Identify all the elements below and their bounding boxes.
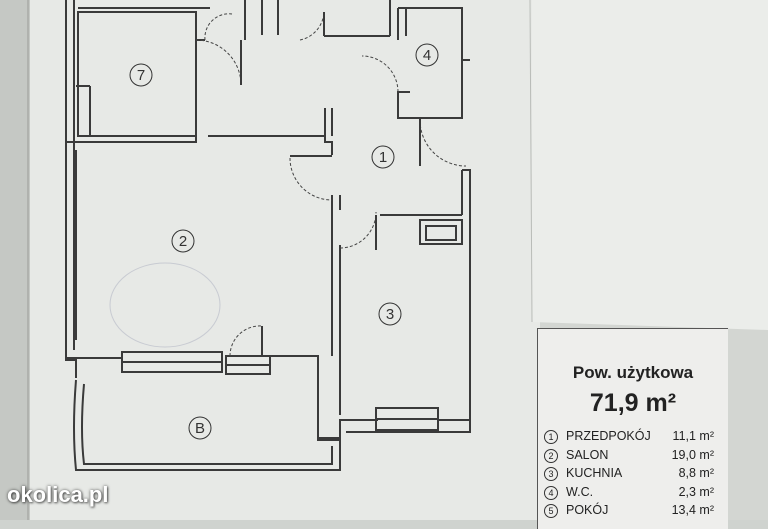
legend-row: 2 SALON 19,0 m²	[544, 448, 724, 466]
door-leaves	[240, 12, 421, 356]
room-number-balcony: B	[195, 420, 205, 437]
legend-number: 2	[544, 449, 558, 463]
legend-room-area: 2,3 m²	[678, 485, 714, 499]
blank-card	[532, 0, 768, 330]
legend-room-name: POKÓJ	[566, 503, 609, 517]
legend-row: 5 POKÓJ 13,4 m²	[544, 503, 724, 521]
legend-number: 5	[544, 504, 558, 518]
legend-row: 3 KUCHNIA 8,8 m²	[544, 466, 724, 484]
legend-room-name: PRZEDPOKÓJ	[566, 429, 651, 443]
room-marker-2: 2	[171, 229, 195, 253]
room-number-2: 2	[179, 233, 187, 250]
legend-room-area: 11,1 m²	[672, 429, 714, 443]
room-marker-balcony: B	[188, 416, 212, 440]
room-marker-1: 1	[371, 145, 395, 169]
legend-title: Pow. użytkowa	[572, 363, 694, 382]
legend-number: 4	[544, 486, 558, 500]
legend-number: 3	[544, 467, 558, 481]
legend-room-area: 8,8 m²	[678, 466, 714, 480]
legend-room-name: KUCHNIA	[566, 466, 623, 480]
legend-room-area: 19,0 m²	[671, 448, 714, 462]
room-marker-4: 4	[415, 43, 439, 67]
room-number-3: 3	[386, 306, 394, 323]
legend-row: 1 PRZEDPOKÓJ 11,1 m²	[544, 429, 724, 447]
legend-number: 1	[544, 430, 558, 444]
room-marker-7: 7	[129, 63, 153, 87]
faint-stamp	[109, 262, 221, 348]
book-spine-shadow	[0, 0, 30, 520]
room-number-4: 4	[423, 47, 431, 64]
watermark-text: okolica.pl	[7, 482, 109, 507]
room-marker-3: 3	[378, 302, 402, 326]
room-number-7: 7	[137, 67, 145, 84]
room-number-1: 1	[379, 149, 387, 166]
legend-room-area: 13,4 m²	[671, 503, 714, 517]
walls	[65, 0, 471, 471]
total-area: 71,9 m²	[589, 389, 677, 417]
plan-paper	[28, 0, 540, 520]
legend-room-name: SALON	[566, 448, 609, 462]
area-legend: Pow. użytkowa 71,9 m² 1 PRZEDPOKÓJ 11,1 …	[537, 328, 728, 529]
legend-row: 4 W.C. 2,3 m²	[544, 485, 724, 503]
legend-room-name: W.C.	[566, 485, 594, 499]
